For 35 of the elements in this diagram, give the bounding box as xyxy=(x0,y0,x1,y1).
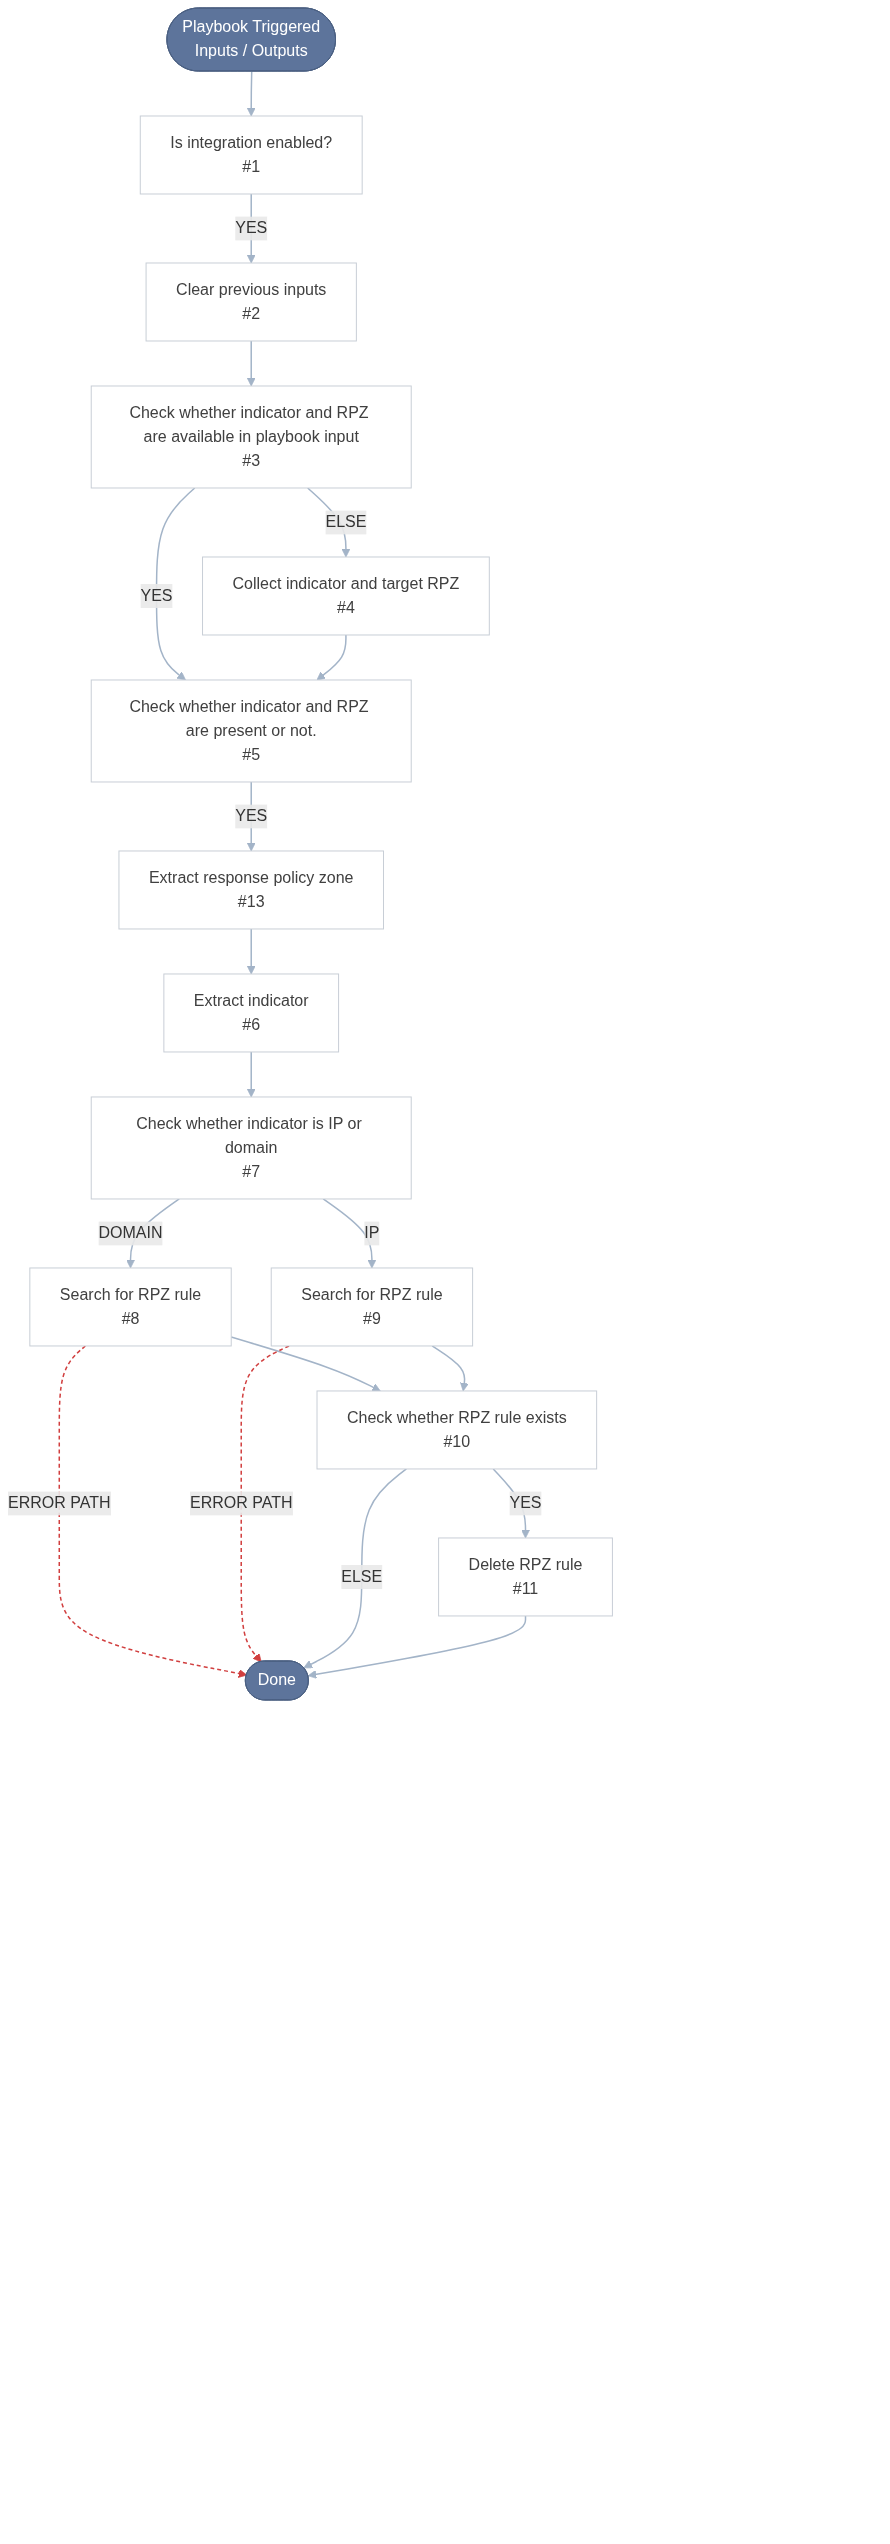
edge-label: ELSE xyxy=(341,1567,383,1585)
edge-label: YES xyxy=(235,219,268,237)
edge-label: ERROR PATH xyxy=(8,1494,111,1512)
node-box: Extract indicator #6 xyxy=(163,973,340,1053)
node-box: Search for RPZ rule #8 xyxy=(29,1267,232,1347)
edge-label: YES xyxy=(235,807,268,825)
node-box: Check whether indicator and RPZ are available in playbook input #3 xyxy=(90,385,412,489)
node-box: Search for RPZ rule #9 xyxy=(270,1267,474,1347)
arrow xyxy=(240,1345,290,1663)
arrow xyxy=(322,1198,377,1269)
node-box: Is integration enabled? #1 xyxy=(139,115,363,195)
arrow xyxy=(246,70,256,117)
node-box: Check whether indicator and RPZ are present or not. #5 xyxy=(90,679,412,783)
arrow xyxy=(246,928,256,975)
arrow xyxy=(58,1345,248,1678)
node-box: Check whether RPZ rule exists #10 xyxy=(316,1390,598,1470)
edge-label: ERROR PATH xyxy=(189,1494,293,1512)
node-box: Collect indicator and target RPZ #4 xyxy=(202,556,490,636)
arrow xyxy=(431,1345,469,1392)
edge-label: YES xyxy=(140,586,173,604)
arrow xyxy=(307,1615,527,1679)
arrow xyxy=(155,487,196,681)
arrow xyxy=(230,1336,381,1392)
edge-label: YES xyxy=(509,1494,542,1512)
arrow xyxy=(246,340,256,387)
arrow xyxy=(303,1468,408,1669)
edge-label: IP xyxy=(364,1224,380,1242)
edge-label: ELSE xyxy=(325,513,367,531)
arrow xyxy=(316,634,347,681)
node-box: Delete RPZ rule #11 xyxy=(438,1537,613,1617)
node-box: Extract response policy zone #13 xyxy=(118,850,384,930)
node-box: Check whether indicator is IP or domain #7 xyxy=(90,1096,412,1200)
edge-label: DOMAIN xyxy=(98,1224,163,1242)
arrow xyxy=(246,1051,256,1098)
node-box: Clear previous inputs #2 xyxy=(145,262,357,342)
